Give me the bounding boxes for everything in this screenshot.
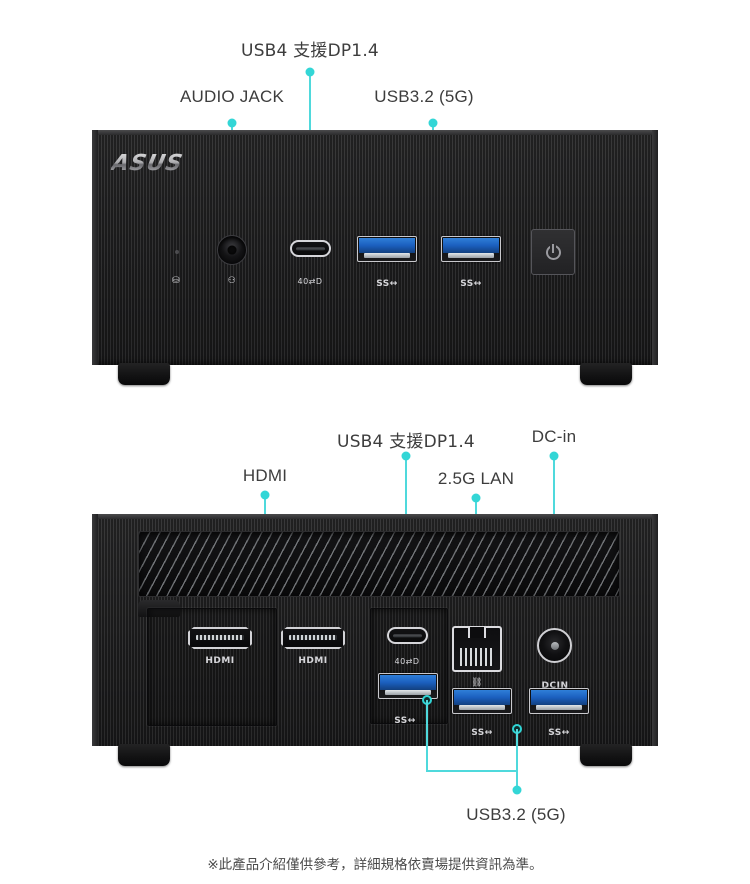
callout-line-usb32-rear-stem xyxy=(516,770,518,790)
callout-label-dc-in: DC-in xyxy=(531,427,577,446)
rear-chassis-top-edge xyxy=(92,514,658,519)
callout-line-usb32-rear-b xyxy=(516,729,518,771)
front-usb-a-port-1[interactable] xyxy=(357,236,417,262)
callout-label-usb32-front: USB3.2 (5G) xyxy=(374,87,474,106)
callout-label-usb32-rear: USB3.2 (5G) xyxy=(466,805,566,824)
front-chassis-right-edge xyxy=(652,130,658,365)
superspeed-icon-rear-2: SS↔ xyxy=(548,728,570,738)
power-button[interactable] xyxy=(531,229,575,275)
rear-exhaust-vent xyxy=(138,531,620,597)
rear-foot-left xyxy=(118,744,170,766)
callout-bracket-usb32-rear xyxy=(426,770,518,772)
superspeed-icon-rear-1: SS↔ xyxy=(471,728,493,738)
callout-label-usb4-dp-front: USB4 支援DP1.4 xyxy=(241,41,379,61)
callout-dot-usb4-dp-front xyxy=(305,67,315,77)
hdmi-port-2[interactable] xyxy=(281,627,345,649)
front-usb-a-port-2[interactable] xyxy=(441,236,501,262)
lan-port[interactable] xyxy=(452,626,502,672)
audio-jack-port[interactable] xyxy=(217,235,247,265)
callout-label-usb4-dp-rear: USB4 支援DP1.4 xyxy=(337,432,475,452)
rj45-latch xyxy=(467,627,487,638)
callout-dot-dc-in-top xyxy=(549,451,559,461)
front-foot-right xyxy=(580,363,632,385)
usb-a-insulator xyxy=(380,675,436,690)
usb-a-insulator xyxy=(359,238,415,253)
usb-a-insulator xyxy=(443,238,499,253)
rj45-pins xyxy=(459,648,495,666)
disclaimer-note: ※此產品介紹僅供參考，詳細規格依賣場提供資訊為準。 xyxy=(207,857,543,873)
callout-label-audio-jack: AUDIO JACK xyxy=(179,87,285,106)
usb4-dp-marking-front: 40⇄D xyxy=(297,277,323,286)
rear-chassis-right-edge xyxy=(652,514,658,746)
callout-dot-usb32-rear xyxy=(512,785,522,795)
callout-dot-audio-jack xyxy=(227,118,237,128)
usb-a-tongue xyxy=(458,705,506,710)
superspeed-icon-rear-c: SS↔ xyxy=(394,716,416,726)
rear-usb-a-port-2[interactable] xyxy=(529,688,589,714)
callout-line-usb32-rear-a xyxy=(426,700,428,771)
callout-dot-usb32-front xyxy=(428,118,438,128)
callout-label-hdmi: HDMI xyxy=(242,466,288,485)
hdmi-label-2: HDMI xyxy=(298,656,328,666)
io-recess-usb4 xyxy=(370,608,448,724)
dc-in-port[interactable] xyxy=(537,628,572,663)
usb-a-tongue xyxy=(384,690,432,695)
power-icon xyxy=(545,244,561,260)
usb4-dp-marking-rear: 40⇄D xyxy=(394,657,420,666)
hdmi-port-1[interactable] xyxy=(188,627,252,649)
callout-label-lan: 2.5G LAN xyxy=(437,469,515,488)
usb-a-tongue xyxy=(535,705,583,710)
usb-a-tongue xyxy=(447,253,495,258)
callout-dot-hdmi-top xyxy=(260,490,270,500)
front-status-led xyxy=(175,250,179,254)
front-chassis-top-edge xyxy=(92,130,658,135)
usb-a-tongue xyxy=(363,253,411,258)
rear-chassis-left-edge xyxy=(92,514,98,746)
rear-foot-right xyxy=(580,744,632,766)
front-chassis-left-edge xyxy=(92,130,98,365)
usb-a-insulator xyxy=(454,690,510,705)
usb-a-insulator xyxy=(531,690,587,705)
callout-dot-usb4-dp-rear-top xyxy=(401,451,411,461)
front-foot-left xyxy=(118,363,170,385)
dcin-label: DCIN xyxy=(541,681,569,691)
rear-usb-a-port-c[interactable] xyxy=(378,673,438,699)
io-recess-left xyxy=(147,608,277,726)
hdmi-label-1: HDMI xyxy=(205,656,235,666)
asus-logo: ASUS xyxy=(109,151,186,176)
callout-dot-lan-top xyxy=(471,493,481,503)
headset-icon: ⚇ xyxy=(227,276,237,286)
superspeed-icon-front-2: SS↔ xyxy=(460,279,482,289)
front-usb-c-port[interactable] xyxy=(290,240,331,257)
superspeed-icon-front-1: SS↔ xyxy=(376,279,398,289)
hdd-led-icon: ⛁ xyxy=(171,276,181,286)
rear-usb-c-port[interactable] xyxy=(387,627,428,644)
rear-usb-a-port-1[interactable] xyxy=(452,688,512,714)
lan-icon: ⛓ xyxy=(471,678,483,688)
